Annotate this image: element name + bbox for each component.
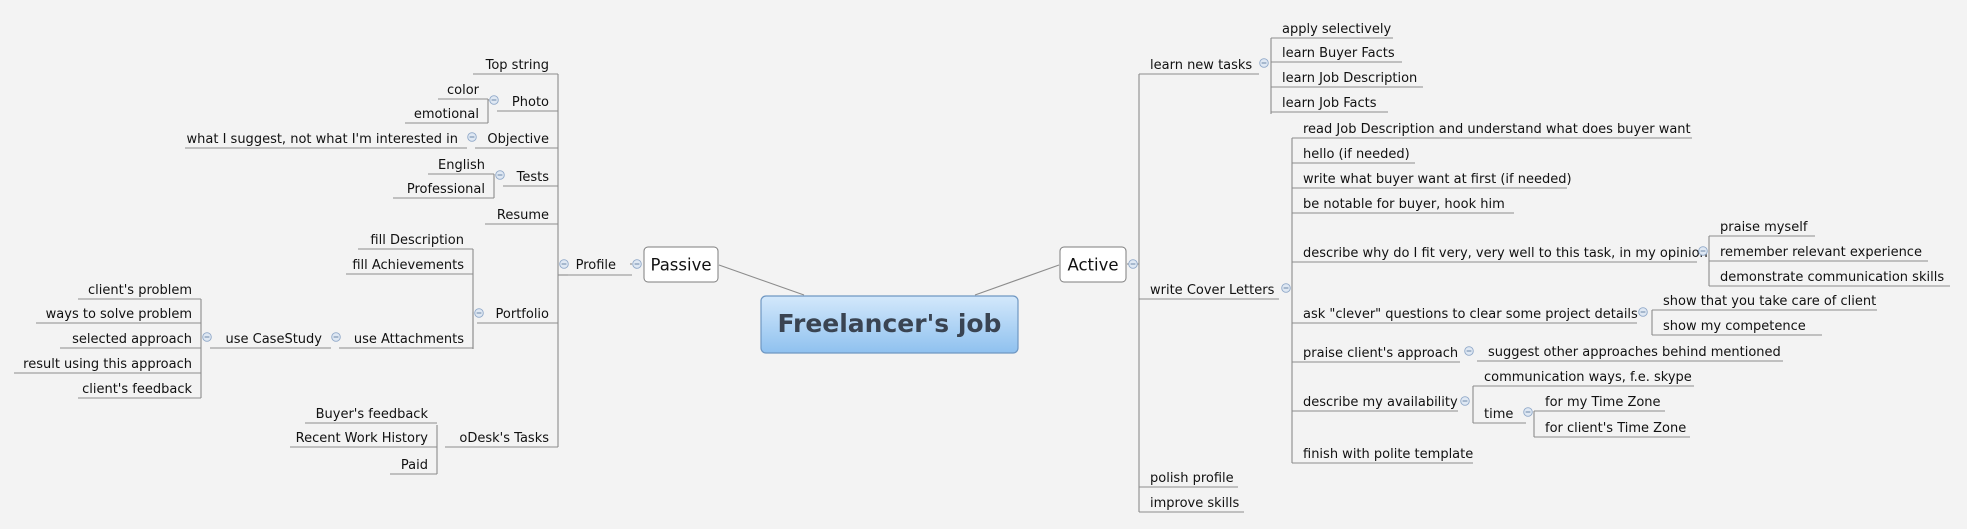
topic-read-job-description[interactable]: read Job Description and understand what…: [1303, 122, 1691, 137]
collapse-toggle-icon[interactable]: [1128, 259, 1138, 269]
topic-passive[interactable]: [643, 246, 719, 283]
collapse-toggle-icon[interactable]: [1281, 283, 1291, 293]
topic-communication-ways[interactable]: communication ways, f.e. skype: [1484, 370, 1692, 385]
topic-learn-item[interactable]: learn Job Description: [1282, 71, 1417, 86]
topic-objective-note[interactable]: what I suggest, not what I'm interested …: [187, 132, 458, 147]
topic-learn-item[interactable]: apply selectively: [1282, 22, 1391, 37]
topic-passive-label: Passive: [650, 256, 711, 275]
topic-remember-experience[interactable]: remember relevant experience: [1720, 245, 1922, 260]
topic-casestudy-item[interactable]: result using this approach: [23, 357, 192, 372]
topic-use-casestudy[interactable]: use CaseStudy: [226, 332, 323, 347]
topic-active[interactable]: [1059, 246, 1127, 283]
collapse-toggle-icon[interactable]: [467, 132, 477, 142]
topic-casestudy-item[interactable]: client's feedback: [82, 382, 192, 397]
topic-polish-profile[interactable]: polish profile: [1150, 471, 1234, 486]
topic-write-what-buyer-wants[interactable]: write what buyer want at first (if neede…: [1303, 172, 1572, 187]
collapse-toggle-icon[interactable]: [559, 259, 569, 269]
topic-hello[interactable]: hello (if needed): [1303, 147, 1410, 162]
branch-connector: [718, 264, 805, 296]
topic-resume[interactable]: Resume: [497, 208, 549, 223]
topic-color[interactable]: color: [447, 83, 480, 98]
topic-fill-description[interactable]: fill Description: [370, 233, 464, 248]
topic-odesk-tasks[interactable]: oDesk's Tasks: [459, 431, 549, 446]
topic-my-time-zone[interactable]: for my Time Zone: [1545, 395, 1661, 410]
topic-write-cover-letters[interactable]: write Cover Letters: [1150, 283, 1275, 298]
topic-emotional[interactable]: emotional: [414, 107, 479, 122]
topic-finish-template[interactable]: finish with polite template: [1303, 447, 1473, 462]
topic-portfolio[interactable]: Portfolio: [496, 307, 550, 322]
topic-clients-time-zone[interactable]: for client's Time Zone: [1545, 421, 1686, 436]
collapse-toggle-icon[interactable]: [1638, 307, 1648, 317]
topic-be-notable[interactable]: be notable for buyer, hook him: [1303, 197, 1505, 212]
topic-praise-approach[interactable]: praise client's approach: [1303, 346, 1458, 361]
topic-ask-questions[interactable]: ask "clever" questions to clear some pro…: [1303, 307, 1638, 322]
collapse-toggle-icon[interactable]: [495, 170, 505, 180]
collapse-toggle-icon[interactable]: [202, 332, 212, 342]
topic-learn-item[interactable]: learn Job Facts: [1282, 96, 1377, 111]
topic-buyers-feedback[interactable]: Buyer's feedback: [316, 407, 429, 422]
topic-english[interactable]: English: [438, 158, 485, 173]
topic-learn-item[interactable]: learn Buyer Facts: [1282, 46, 1395, 61]
central-topic-label: Freelancer's job: [778, 309, 1002, 338]
topic-learn-new-tasks[interactable]: learn new tasks: [1150, 58, 1252, 73]
topic-show-care[interactable]: show that you take care of client: [1663, 294, 1876, 309]
topic-casestudy-item[interactable]: selected approach: [72, 332, 192, 347]
topic-professional[interactable]: Professional: [407, 182, 485, 197]
topic-active-label: Active: [1067, 256, 1118, 275]
topic-casestudy-item[interactable]: ways to solve problem: [46, 307, 192, 322]
topic-suggest-approaches[interactable]: suggest other approaches behind mentione…: [1488, 345, 1781, 360]
topic-praise-myself[interactable]: praise myself: [1720, 220, 1808, 235]
topic-use-attachments[interactable]: use Attachments: [354, 332, 464, 347]
branch-connector: [974, 264, 1060, 296]
collapse-toggle-icon[interactable]: [632, 259, 642, 269]
topic-top-string[interactable]: Top string: [485, 58, 549, 73]
topic-recent-work-history[interactable]: Recent Work History: [296, 431, 429, 446]
collapse-toggle-icon[interactable]: [1460, 396, 1470, 406]
collapse-toggle-icon[interactable]: [331, 332, 341, 342]
topic-show-competence[interactable]: show my competence: [1663, 319, 1806, 334]
central-topic[interactable]: [760, 295, 1019, 354]
topic-objective[interactable]: Objective: [487, 132, 549, 147]
topic-describe-availability[interactable]: describe my availability: [1303, 395, 1458, 410]
collapse-toggle-icon[interactable]: [1464, 346, 1474, 356]
collapse-toggle-icon[interactable]: [1698, 246, 1708, 256]
topic-describe-fit[interactable]: describe why do I fit very, very well to…: [1303, 246, 1708, 261]
topic-time[interactable]: time: [1484, 407, 1513, 422]
topic-tests[interactable]: Tests: [516, 170, 550, 185]
collapse-toggle-icon[interactable]: [1259, 58, 1269, 68]
topic-photo[interactable]: Photo: [512, 95, 549, 110]
topic-casestudy-item[interactable]: client's problem: [88, 283, 192, 298]
topic-fill-achievements[interactable]: fill Achievements: [352, 258, 464, 273]
collapse-toggle-icon[interactable]: [474, 308, 484, 318]
topic-improve-skills[interactable]: improve skills: [1150, 496, 1240, 511]
topic-profile[interactable]: Profile: [576, 258, 616, 273]
collapse-toggle-icon[interactable]: [1523, 407, 1533, 417]
topic-demonstrate-skills[interactable]: demonstrate communication skills: [1720, 270, 1944, 285]
collapse-toggle-icon[interactable]: [489, 95, 499, 105]
topic-paid[interactable]: Paid: [401, 458, 428, 473]
